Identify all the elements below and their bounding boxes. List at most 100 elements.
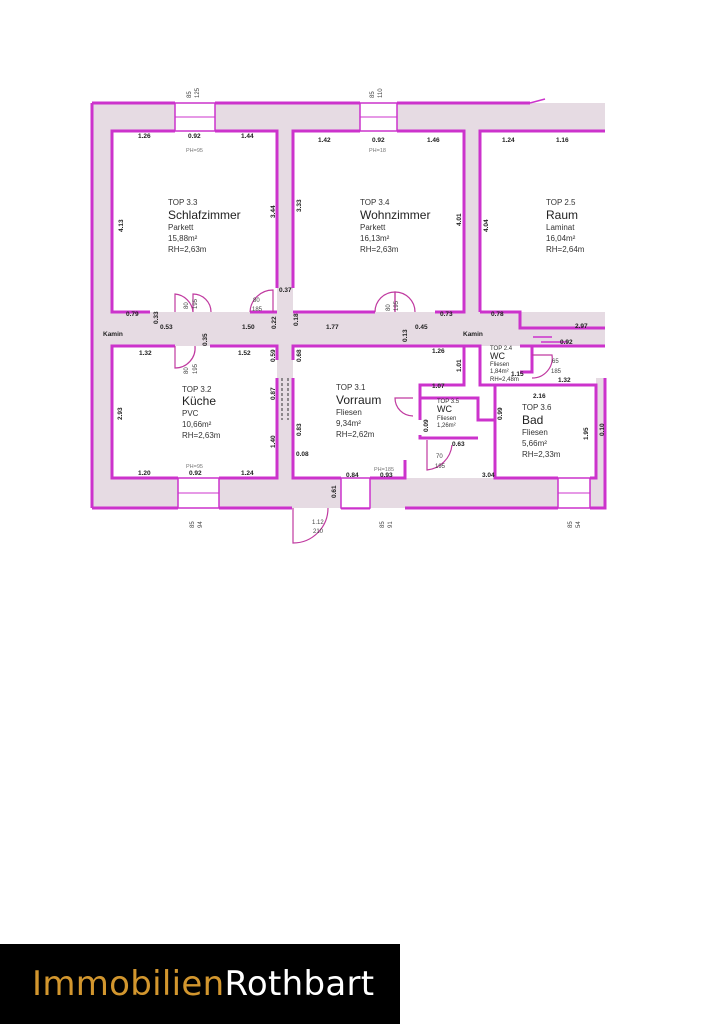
dim-label: 1.40: [270, 435, 277, 448]
room-floor: PVC: [182, 409, 199, 418]
window-size: 85: [380, 521, 386, 528]
door-size: 70: [436, 454, 443, 460]
window-size: 94: [198, 521, 204, 528]
room-floor: Fliesen: [336, 408, 362, 417]
room-name: Wohnzimmer: [360, 208, 430, 222]
door-size: 195: [193, 298, 199, 309]
room-height: RH=2,33m: [522, 450, 561, 459]
room-3-2: TOP 3.2 Küche PVC 10,66m² RH=2,63m: [182, 385, 221, 440]
room-area: 16,13m²: [360, 234, 390, 243]
room-top-label: TOP 3.3: [168, 198, 198, 207]
room-top-label: TOP 3.1: [336, 383, 366, 392]
room-top-label: TOP 2.4: [490, 346, 513, 352]
door-size: 80: [184, 367, 190, 374]
dim-label: 1.52: [238, 350, 251, 357]
room-name: Küche: [182, 394, 216, 408]
dimensions: 1.26 0.92 1.44 1.42 0.92 1.46 1.24 1.16 …: [117, 133, 606, 498]
room-floor: Fliesen: [490, 362, 509, 368]
room-area: 1,84m²: [490, 369, 509, 375]
room-height: RH=2,62m: [336, 430, 375, 439]
dim-label: 3.44: [270, 205, 277, 218]
room-name: Bad: [522, 413, 543, 427]
dim-label: 2.16: [533, 393, 546, 400]
dim-label: 3.33: [296, 199, 303, 212]
room-name: Vorraum: [336, 393, 381, 407]
room-area: 15,88m²: [168, 234, 198, 243]
parapet-height: PH=95: [186, 148, 203, 154]
dim-label: 0.68: [296, 349, 303, 362]
room-3-6: TOP 3.6 Bad Fliesen 5,66m² RH=2,33m: [522, 403, 561, 459]
brand-logo: ImmobilienRothbart: [32, 964, 374, 1004]
brand-part-immobilien: Immobilien: [32, 964, 225, 1004]
windows: [174, 102, 591, 509]
room-name: WC: [437, 404, 452, 414]
door-size: 195: [435, 464, 446, 470]
window-size: 85: [190, 521, 196, 528]
dim-label: 0.78: [491, 311, 504, 318]
dim-label: 0.61: [331, 485, 338, 498]
room-name: WC: [490, 351, 505, 361]
window-size: 85: [568, 521, 574, 528]
dim-label: 1.42: [318, 137, 331, 144]
dim-label: 1.01: [456, 359, 463, 372]
door-size: 210: [313, 529, 324, 535]
dim-label: 0.22: [271, 316, 278, 329]
dim-label: 0.59: [270, 349, 277, 362]
brand-bar: ImmobilienRothbart: [0, 944, 400, 1024]
room-floor: Parkett: [168, 223, 194, 232]
room-height: RH=2,63m: [182, 431, 221, 440]
dim-label: 0.37: [279, 287, 292, 294]
dim-label: 1.44: [241, 133, 254, 140]
room-area: 10,66m²: [182, 420, 212, 429]
room-area: 1,26m²: [437, 423, 456, 429]
dim-label: 0.45: [415, 324, 428, 331]
room-top-label: TOP 3.4: [360, 198, 390, 207]
dim-label: 1.20: [138, 470, 151, 477]
dim-label: 1.46: [427, 137, 440, 144]
room-area: 9,34m²: [336, 419, 361, 428]
misc-labels: Kamin Kamin PH=95 PH=18 PH=95 PH=185: [103, 148, 483, 473]
dim-label: 0.83: [296, 423, 303, 436]
dim-label: 0.09: [423, 419, 430, 432]
dim-label: 0.87: [270, 387, 277, 400]
room-floor: Fliesen: [437, 416, 456, 422]
dim-label: 0.84: [346, 472, 359, 479]
kamin-label: Kamin: [103, 331, 123, 338]
dim-label: 0.08: [296, 451, 309, 458]
dim-label: 1.07: [432, 383, 445, 390]
window-size: 91: [388, 521, 394, 528]
room-area: 5,66m²: [522, 439, 547, 448]
room-top-label: TOP 3.5: [437, 399, 460, 405]
room-2-5: TOP 2.5 Raum Laminat 16,04m² RH=2,64m: [546, 198, 585, 254]
dim-label: 0.73: [440, 311, 453, 318]
dim-label: 0.13: [402, 329, 409, 342]
door-sizes: 85 125 85 110 80 195 80 195 80 195 80 18…: [184, 87, 582, 535]
window-size: 85: [370, 91, 376, 98]
door-size: 185: [252, 307, 263, 313]
dim-label: 1.15: [511, 371, 524, 378]
dim-label: 0.92: [189, 470, 202, 477]
dim-label: 0.99: [497, 407, 504, 420]
dim-label: 1.32: [139, 350, 152, 357]
dim-label: 4.13: [118, 219, 125, 232]
window-size: 110: [378, 88, 384, 98]
brand-part-rothbart: Rothbart: [224, 964, 375, 1004]
room-name: Schlafzimmer: [168, 208, 241, 222]
dim-label: 3.04: [482, 472, 495, 479]
dim-label: 2.97: [575, 323, 588, 330]
dim-label: 1.50: [242, 324, 255, 331]
dim-label: 1.24: [241, 470, 254, 477]
door-size: 195: [193, 363, 199, 374]
dim-label: 0.53: [160, 324, 173, 331]
dim-label: 1.24: [502, 137, 515, 144]
room-height: RH=2,63m: [360, 245, 399, 254]
dim-label: 4.01: [456, 213, 463, 226]
doors: [174, 289, 553, 544]
room-height: RH=2,48m: [490, 377, 519, 383]
room-height: RH=2,64m: [546, 245, 585, 254]
dim-label: 0.92: [188, 133, 201, 140]
door-size: 185: [551, 369, 562, 375]
door-size: 80: [386, 304, 392, 311]
dim-label: 1.26: [432, 348, 445, 355]
